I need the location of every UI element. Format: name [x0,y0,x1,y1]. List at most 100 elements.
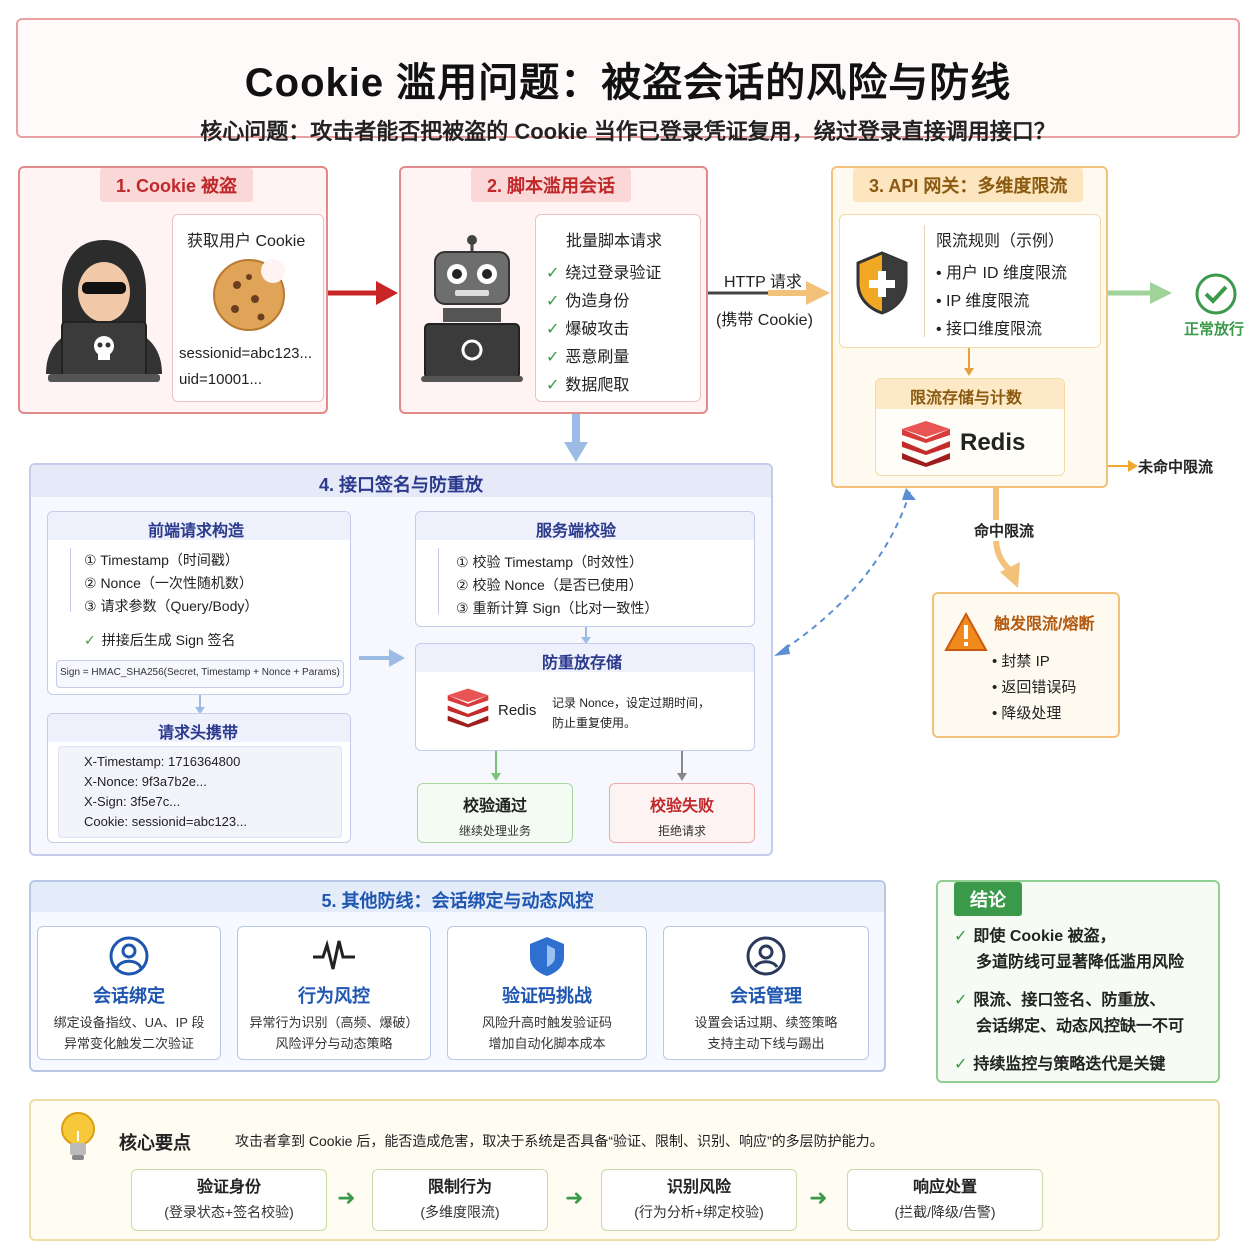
headers-header [48,714,350,742]
redis-icon [902,421,950,467]
stage2-item: ✓爆破攻击 [546,321,630,338]
card-title: 会话管理 [730,986,802,1006]
stage1-box-title: 获取用户 Cookie [187,233,306,250]
rule-item: • 用户 ID 维度限流 [936,265,1067,282]
server-rail [438,548,439,614]
step-title: 验证身份 [196,1179,261,1196]
http-request-label: HTTP 请求 [724,274,802,291]
replay-header [416,644,754,672]
check-icon: ✓ [546,265,560,282]
step-sub: (登录状态+签名校验) [164,1204,294,1220]
card-title: 行为风控 [298,986,370,1006]
redis-icon [447,688,489,728]
keypoint-step: 限制行为 (多维度限流) [372,1169,548,1231]
server-header [416,512,754,540]
headers-code-box [58,746,342,838]
server-check-box: 服务端校验 ① 校验 Timestamp（时效性） ② 校验 Nonce（是否已… [415,511,755,627]
trigger-title: 触发限流/熔断 [994,616,1095,633]
frontend-title: 前端请求构造 [148,523,245,540]
frontend-sign-line: ✓拼接后生成 Sign 签名 [84,632,236,648]
conclusion-item: ✓限流、接口签名、防重放、 [954,992,1166,1009]
step-title: 响应处置 [912,1179,977,1196]
verify-fail-box: 校验失败 拒绝请求 [609,783,755,843]
replay-redis-label: Redis [498,702,537,719]
verify-pass-sub: 继续处理业务 [458,824,531,838]
rate-store-redis: Redis [960,429,1026,456]
page-title: Cookie 滥用问题：被盗会话的风险与防线 [244,61,1012,105]
card-title: 验证码挑战 [502,986,592,1006]
hacker-icon [46,240,162,382]
dashed-link-arrow [774,488,916,656]
step-arrow-icon: ➜ [337,1185,356,1210]
arrow-client-to-server [359,649,405,667]
stage4-header [31,465,771,497]
card-line: 异常变化触发二次验证 [63,1036,194,1051]
pulse-icon [313,939,355,970]
hit-label: 命中限流 [974,520,1035,541]
replay-note: 记录 Nonce，设定过期时间， [552,696,711,710]
conclusion-item: ✓即使 Cookie 被盗， [954,928,1116,945]
miss-label: 未命中限流 [1138,459,1214,476]
pass-label: 正常放行 [1184,321,1245,338]
defense-card-session-binding: 会话绑定 绑定设备指纹、UA、IP 段 异常变化触发二次验证 [37,926,221,1060]
card-line: 增加自动化脚本成本 [488,1036,606,1051]
arrow-server-to-replay [581,627,591,644]
header-panel: Cookie 滥用问题：被盗会话的风险与防线 核心问题：攻击者能否把被盗的 Co… [16,18,1240,144]
user-circle-icon [109,936,149,976]
sign-formula: Sign = HMAC_SHA256(Secret, Timestamp + N… [60,667,340,678]
defense-card-behavior-risk: 行为风控 异常行为识别（高频、爆破） 风险评分与动态策略 [237,926,431,1060]
arrow-pass [1108,282,1172,304]
headers-title: 请求头携带 [158,725,239,742]
user-badge-icon [746,936,786,976]
card-line: 支持主动下线与踢出 [707,1036,825,1051]
check-icon: ✓ [546,321,560,338]
arrow-frontend-to-headers [195,695,205,714]
keypoints-desc: 攻击者拿到 Cookie 后，能否造成危害，取决于系统是否具备“验证、限制、识别… [235,1133,884,1149]
frontend-box: 前端请求构造 ① Timestamp（时间戳） ② Nonce（一次性随机数） … [47,511,351,695]
defense-card-session-mgmt: 会话管理 设置会话过期、续签策略 支持主动下线与踢出 [663,926,869,1060]
sign-formula-box [56,660,344,688]
frontend-rail [70,548,71,612]
arrow-stage1-to-stage2 [328,281,398,305]
stage2-panel: 2. 脚本滥用会话 批量脚本请求 ✓绕过登录验证 ✓伪造身份 ✓爆破攻击 ✓恶意… [399,166,708,414]
step-sub: (拦截/降级/告警) [894,1204,996,1220]
stage5-panel: 5. 其他防线：会话绑定与动态风控 会话绑定 绑定设备指纹、UA、IP 段 异常… [29,880,886,1072]
replay-title: 防重放存储 [542,655,623,672]
stage4-panel: 4. 接口签名与防重放 前端请求构造 ① Timestamp（时间戳） ② No… [29,463,773,856]
frontend-item: ② Nonce（一次性随机数） [84,575,253,591]
step-title: 识别风险 [666,1179,731,1196]
verify-pass-box: 校验通过 继续处理业务 [417,783,573,843]
stage2-item: ✓恶意刷量 [546,349,630,366]
arrow-replay-to-ok [491,751,501,781]
keypoint-step: 识别风险 (行为分析+绑定校验) [601,1169,797,1231]
rules-divider [924,225,925,337]
robot-icon [421,235,523,382]
rate-store-header [876,379,1064,409]
stage1-panel: 1. Cookie 被盗 获取用户 Cookie sessionid=abc12… [18,166,328,414]
rule-item: • 接口维度限流 [936,321,1043,338]
check-icon: ✓ [954,928,968,945]
trigger-item: • 封禁 IP [992,653,1050,670]
frontend-item: ③ 请求参数（Query/Body） [84,598,259,614]
rules-title: 限流规则（示例） [936,233,1065,250]
header-line: X-Nonce: 9f3a7b2e... [84,774,207,789]
check-icon: ✓ [546,293,560,310]
card-line: 异常行为识别（高频、爆破） [249,1015,419,1030]
step-sub: (多维度限流) [420,1204,500,1220]
keypoints-panel: 核心要点 攻击者拿到 Cookie 后，能否造成危害，取决于系统是否具备“验证、… [29,1099,1220,1241]
server-item: ② 校验 Nonce（是否已使用） [456,577,643,593]
stage2-tag: 2. 脚本滥用会话 [471,168,632,202]
rate-store-title: 限流存储与计数 [910,390,1023,407]
stage1-uid: uid=10001... [179,371,262,388]
conclusion-tag: 结论 [954,882,1022,916]
card-line: 设置会话过期、续签策略 [694,1015,838,1030]
rate-limit-rules-box: 限流规则（示例） • 用户 ID 维度限流 • IP 维度限流 • 接口维度限流 [839,214,1101,348]
cookie-icon [213,259,285,331]
conclusion-item: ✓持续监控与策略迭代是关键 [954,1056,1166,1073]
header-line: Cookie: sessionid=abc123... [84,814,247,829]
stage1-sessionid: sessionid=abc123... [179,345,313,362]
card-line: 绑定设备指纹、UA、IP 段 [53,1015,205,1030]
keypoint-step: 验证身份 (登录状态+签名校验) [131,1169,327,1231]
stage5-header [31,882,884,912]
verify-fail-title: 校验失败 [649,798,714,815]
